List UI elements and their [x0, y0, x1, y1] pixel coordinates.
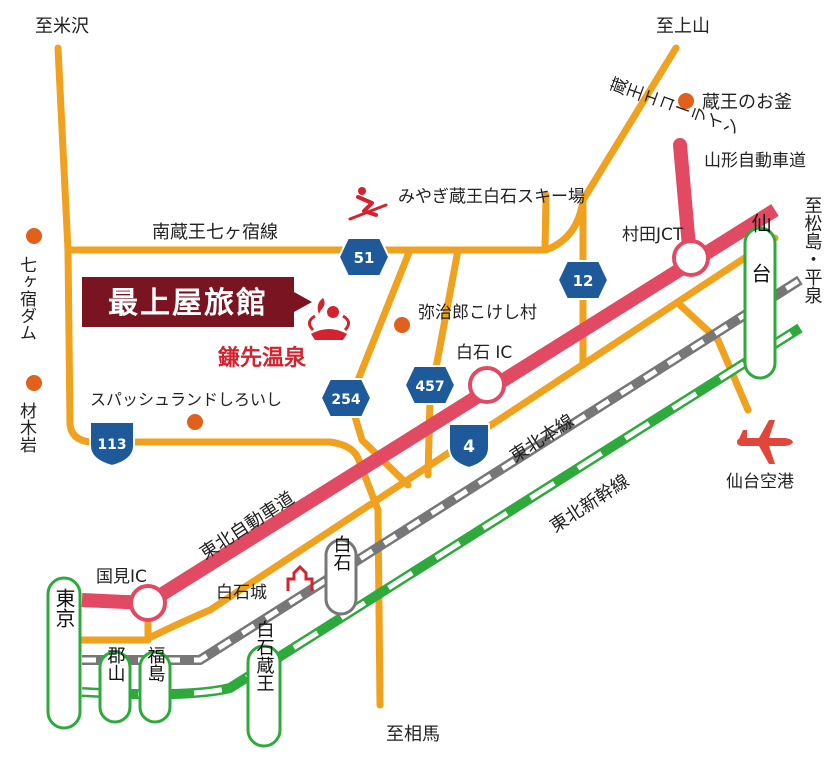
direction-soma: 至相馬 — [386, 724, 440, 745]
svg-text:113: 113 — [97, 437, 126, 453]
road-to-soma — [374, 506, 384, 709]
station-tokyo: 東京 — [46, 576, 82, 730]
poi-zao-okama-label: 蔵王のお釜 — [702, 92, 792, 113]
direction-yonezawa: 至米沢 — [35, 16, 89, 37]
murata-jct-label: 村田JCT — [622, 225, 684, 245]
skier-icon — [348, 187, 388, 221]
route-shield-51: 51 — [337, 237, 391, 277]
route-shield-457: 457 — [403, 365, 457, 405]
road-to-airport — [676, 301, 752, 414]
svg-text:福島: 福島 — [145, 646, 166, 683]
kunimi-ic-label: 国見IC — [96, 567, 147, 587]
poi-kokeshi-label: 弥治郎こけし村 — [418, 303, 537, 323]
onsen-name: 鎌先温泉 — [217, 345, 307, 371]
shiroishi-ic-marker — [468, 366, 506, 404]
svg-text:457: 457 — [415, 379, 444, 395]
castle-icon — [286, 564, 314, 591]
route-shield-254: 254 — [319, 378, 373, 418]
direction-kaminoyama: 至上山 — [656, 16, 710, 37]
svg-text:51: 51 — [354, 249, 375, 267]
onsen-icon — [308, 298, 350, 340]
yamagata-expressway — [673, 138, 697, 265]
station-shiroishi: 白石 — [324, 535, 358, 616]
hotel-label: 最上屋旅館 — [82, 277, 312, 327]
hotel-name: 最上屋旅館 — [108, 286, 268, 321]
poi-airport-label: 仙台空港 — [726, 472, 794, 492]
airplane-icon — [737, 420, 793, 464]
station-tokyo-label: 東京 — [52, 588, 76, 628]
poi-kokeshi-dot — [394, 317, 410, 333]
direction-matsushima-hiraizumi: 至松島・平泉 — [802, 196, 823, 304]
svg-text:仙台: 仙台 — [748, 213, 772, 313]
poi-ski-label: みやぎ蔵王白石スキー場 — [398, 187, 585, 207]
yamagata-expressway-label: 山形自動車道 — [704, 151, 806, 171]
svg-text:12: 12 — [573, 272, 594, 290]
minamizao-line-label: 南蔵王七ヶ宿線 — [152, 222, 278, 243]
murata-jct-marker — [672, 239, 710, 277]
poi-spa-land-dot — [187, 414, 203, 430]
poi-dam-dot — [26, 228, 42, 244]
station-koriyama: 郡山 — [98, 646, 132, 724]
kunimi-ic-marker — [129, 584, 167, 622]
station-sendai: 仙台 — [743, 213, 777, 380]
svg-text:白石蔵王: 白石蔵王 — [254, 620, 275, 692]
poi-dam-label: 七ヶ宿ダム — [16, 256, 37, 341]
tohoku-main-line-label: 東北本線 — [506, 410, 578, 467]
station-fukushima: 福島 — [138, 646, 172, 724]
svg-text:白石: 白石 — [331, 535, 352, 571]
poi-zaimokuiwa-dot — [26, 375, 42, 391]
route-shield-12: 12 — [556, 260, 610, 300]
shiroishi-ic-label: 白石 IC — [456, 343, 512, 363]
poi-spa-land-label: スパッシュランドしろいし — [90, 390, 282, 409]
poi-zao-okama-dot — [678, 93, 694, 109]
svg-text:4: 4 — [463, 437, 475, 457]
svg-text:254: 254 — [331, 392, 360, 408]
poi-zaimokuiwa-label: 材木岩 — [16, 402, 37, 453]
station-shiroishi-zao: 白石蔵王 — [246, 620, 282, 748]
svg-text:郡山: 郡山 — [105, 646, 126, 682]
poi-castle-label: 白石城 — [216, 583, 267, 603]
route-shield-113: 113 — [89, 421, 135, 468]
route-shield-4: 4 — [448, 423, 490, 470]
road-zao-echo-line — [542, 44, 680, 254]
